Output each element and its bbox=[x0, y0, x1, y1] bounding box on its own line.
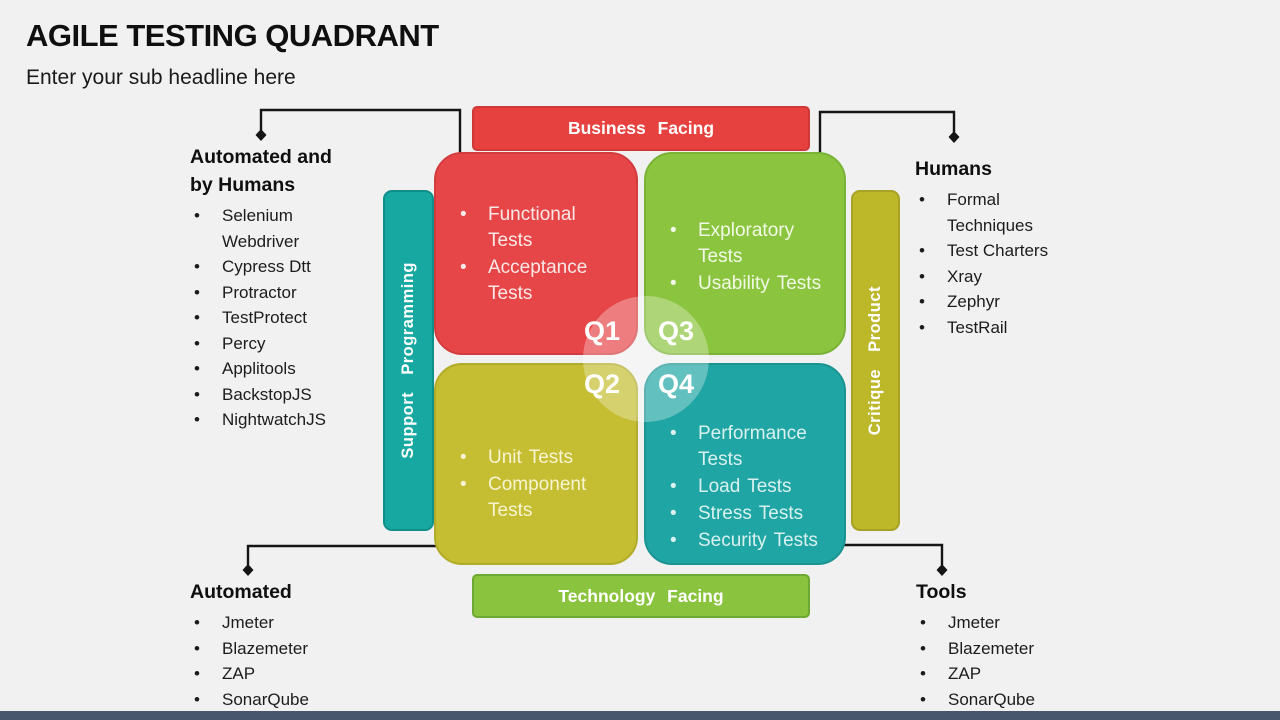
axis-support-programming: Support Programming bbox=[383, 190, 434, 531]
connector-bottom-right bbox=[844, 543, 944, 565]
list-item: Load Tests bbox=[664, 474, 840, 500]
list-items: Formal Techniques Test Charters Xray Zep… bbox=[915, 187, 1067, 340]
list-item: TestRail bbox=[915, 315, 1067, 341]
list-item: SonarQube bbox=[190, 687, 362, 713]
list-item: Protractor bbox=[190, 280, 352, 306]
list-heading: Automated bbox=[190, 581, 292, 603]
quadrant-q3-label: Q3 bbox=[658, 316, 695, 346]
list-item: Percy bbox=[190, 331, 352, 357]
list-item: Jmeter bbox=[916, 610, 1088, 636]
quadrant-q1-label: Q1 bbox=[583, 316, 620, 346]
list-item: Cypress Dtt bbox=[190, 254, 352, 280]
list-item: Applitools bbox=[190, 356, 352, 382]
list-tools: Tools Jmeter Blazemeter ZAP SonarQube bbox=[916, 578, 1088, 712]
banner-technology-facing: Technology Facing bbox=[472, 574, 810, 618]
list-item: NightwatchJS bbox=[190, 407, 352, 433]
list-items: Selenium Webdriver Cypress Dtt Protracto… bbox=[190, 203, 352, 433]
list-item: Stress Tests bbox=[664, 501, 840, 527]
list-item: Blazemeter bbox=[916, 636, 1088, 662]
list-item: ZAP bbox=[916, 661, 1088, 687]
connector-bottom-left bbox=[246, 544, 436, 565]
list-heading: Automated and by Humans bbox=[190, 146, 332, 196]
axis-support-programming-label: Support Programming bbox=[399, 262, 417, 459]
arrowhead-bottom-left bbox=[242, 564, 254, 576]
quadrant-q3-list: Exploratory Tests Usability Tests bbox=[664, 218, 836, 298]
list-item: Zephyr bbox=[915, 289, 1067, 315]
banner-business-facing-label: Business Facing bbox=[567, 118, 715, 138]
list-item: Blazemeter bbox=[190, 636, 362, 662]
list-items: Jmeter Blazemeter ZAP SonarQube bbox=[190, 610, 362, 712]
connector-top-left bbox=[259, 108, 462, 153]
page-subtitle: Enter your sub headline here bbox=[26, 66, 296, 89]
list-item: SonarQube bbox=[916, 687, 1088, 713]
list-automated-and-by-humans: Automated and by Humans Selenium Webdriv… bbox=[190, 143, 352, 433]
list-item: Acceptance Tests bbox=[454, 255, 614, 307]
quadrant-q1: Functional Tests Acceptance Tests Q1 bbox=[434, 152, 638, 355]
list-items: Jmeter Blazemeter ZAP SonarQube bbox=[916, 610, 1088, 712]
list-item: Jmeter bbox=[190, 610, 362, 636]
quadrant-q3: Exploratory Tests Usability Tests Q3 bbox=[644, 152, 846, 355]
arrowhead-top-left bbox=[255, 129, 267, 141]
connector-top-right bbox=[818, 110, 956, 153]
list-automated: Automated Jmeter Blazemeter ZAP SonarQub… bbox=[190, 578, 362, 712]
list-item: Test Charters bbox=[915, 238, 1067, 264]
list-humans: Humans Formal Techniques Test Charters X… bbox=[915, 155, 1067, 340]
arrowhead-top-right bbox=[948, 131, 960, 143]
list-item: BackstopJS bbox=[190, 382, 352, 408]
list-item: Usability Tests bbox=[664, 271, 836, 297]
quadrant-q4: Performance Tests Load Tests Stress Test… bbox=[644, 363, 846, 565]
quadrant-q1-list: Functional Tests Acceptance Tests bbox=[454, 202, 614, 308]
list-item: Unit Tests bbox=[454, 445, 616, 471]
list-item: Xray bbox=[915, 264, 1067, 290]
quadrant-q4-list: Performance Tests Load Tests Stress Test… bbox=[664, 421, 840, 555]
quadrant-q2-list: Unit Tests Component Tests bbox=[454, 445, 616, 525]
list-item: Selenium Webdriver bbox=[190, 203, 352, 254]
arrowhead-bottom-right bbox=[936, 564, 948, 576]
axis-critique-product-label: Critique Product bbox=[866, 285, 884, 436]
footer-accent-bar bbox=[0, 711, 1280, 720]
quadrant-q2-label: Q2 bbox=[583, 369, 620, 399]
list-item: TestProtect bbox=[190, 305, 352, 331]
banner-business-facing: Business Facing bbox=[472, 106, 810, 151]
list-heading: Humans bbox=[915, 158, 992, 180]
axis-critique-product: Critique Product bbox=[851, 190, 900, 531]
page-title: AGILE TESTING QUADRANT bbox=[26, 18, 439, 53]
list-heading: Tools bbox=[916, 581, 967, 603]
list-item: Exploratory Tests bbox=[664, 218, 836, 270]
list-item: Functional Tests bbox=[454, 202, 614, 254]
banner-technology-facing-label: Technology Facing bbox=[558, 585, 724, 606]
list-item: Performance Tests bbox=[664, 421, 840, 473]
quadrant-q4-label: Q4 bbox=[658, 369, 695, 399]
list-item: Formal Techniques bbox=[915, 187, 1067, 238]
quadrant-q2: Unit Tests Component Tests Q2 bbox=[434, 363, 638, 565]
list-item: Component Tests bbox=[454, 472, 616, 524]
list-item: ZAP bbox=[190, 661, 362, 687]
list-item: Security Tests bbox=[664, 528, 840, 554]
